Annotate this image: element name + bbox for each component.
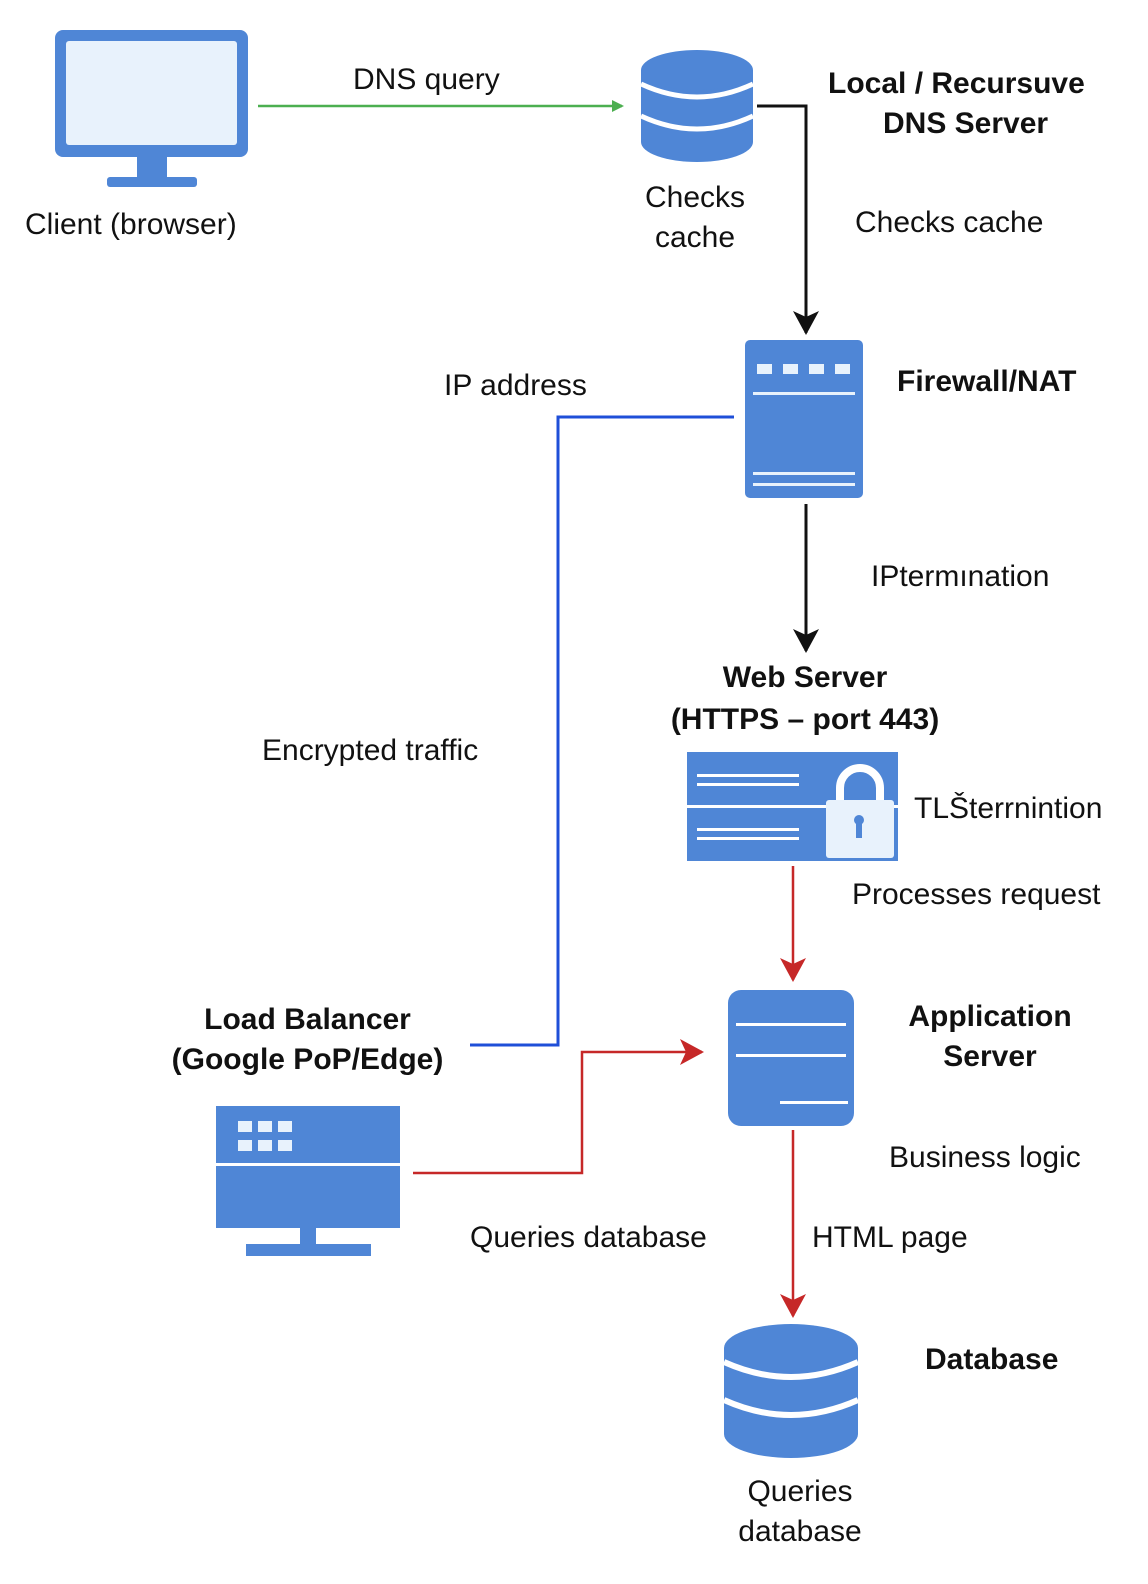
loadbalancer-to-appserver-arrow [413,1039,704,1175]
monitor-icon [55,30,248,187]
load-balancer-title-line1: Load Balancer [204,1003,411,1036]
dns-cache-label-line2: cache [654,221,736,254]
dns-to-firewall-arrow [757,104,819,335]
dns-cache-database-icon [640,50,755,162]
processes-request-label: Processes request [852,878,1101,911]
app-server-title-line2: Server [943,1040,1037,1073]
database-icon [722,1324,860,1458]
dns-query-label: DNS query [353,63,500,96]
app-server-title-line1: Application [908,1000,1072,1033]
web-server-title-line2: (HTTPS – port 443) [670,703,940,736]
client-label: Client (browser) [25,208,237,241]
html-page-label: HTML page [812,1221,968,1254]
web-server-title-line1: Web Server [722,661,888,694]
ip-address-label: IP address [444,369,587,402]
ip-termination-label: IPtermınation [871,560,1050,593]
dns-server-title-line1: Local / Recursuve [828,67,1085,100]
load-balancer-title-line2: (Google PoP/Edge) [171,1043,444,1076]
checks-cache-label: Checks cache [855,206,1044,239]
firewall-server-icon [745,340,863,498]
dns-cache-label-line1: Checks [644,181,746,214]
tls-termination-label: TLŠterrnintion [914,792,1103,825]
business-logic-label: Business logic [889,1141,1081,1174]
database-title: Database [925,1343,1059,1376]
database-label-line2: database [738,1515,862,1548]
encrypted-traffic-label: Encrypted traffic [262,734,479,767]
database-label-line1: Queries [747,1475,853,1508]
firewall-title: Firewall/NAT [897,365,1077,398]
ip-address-line [470,415,734,1047]
app-server-icon [728,990,854,1126]
locked-server-icon [687,752,898,861]
load-balancer-icon [216,1106,400,1256]
dns-server-title-line2: DNS Server [883,107,1049,140]
queries-database-label: Queries database [470,1221,707,1254]
